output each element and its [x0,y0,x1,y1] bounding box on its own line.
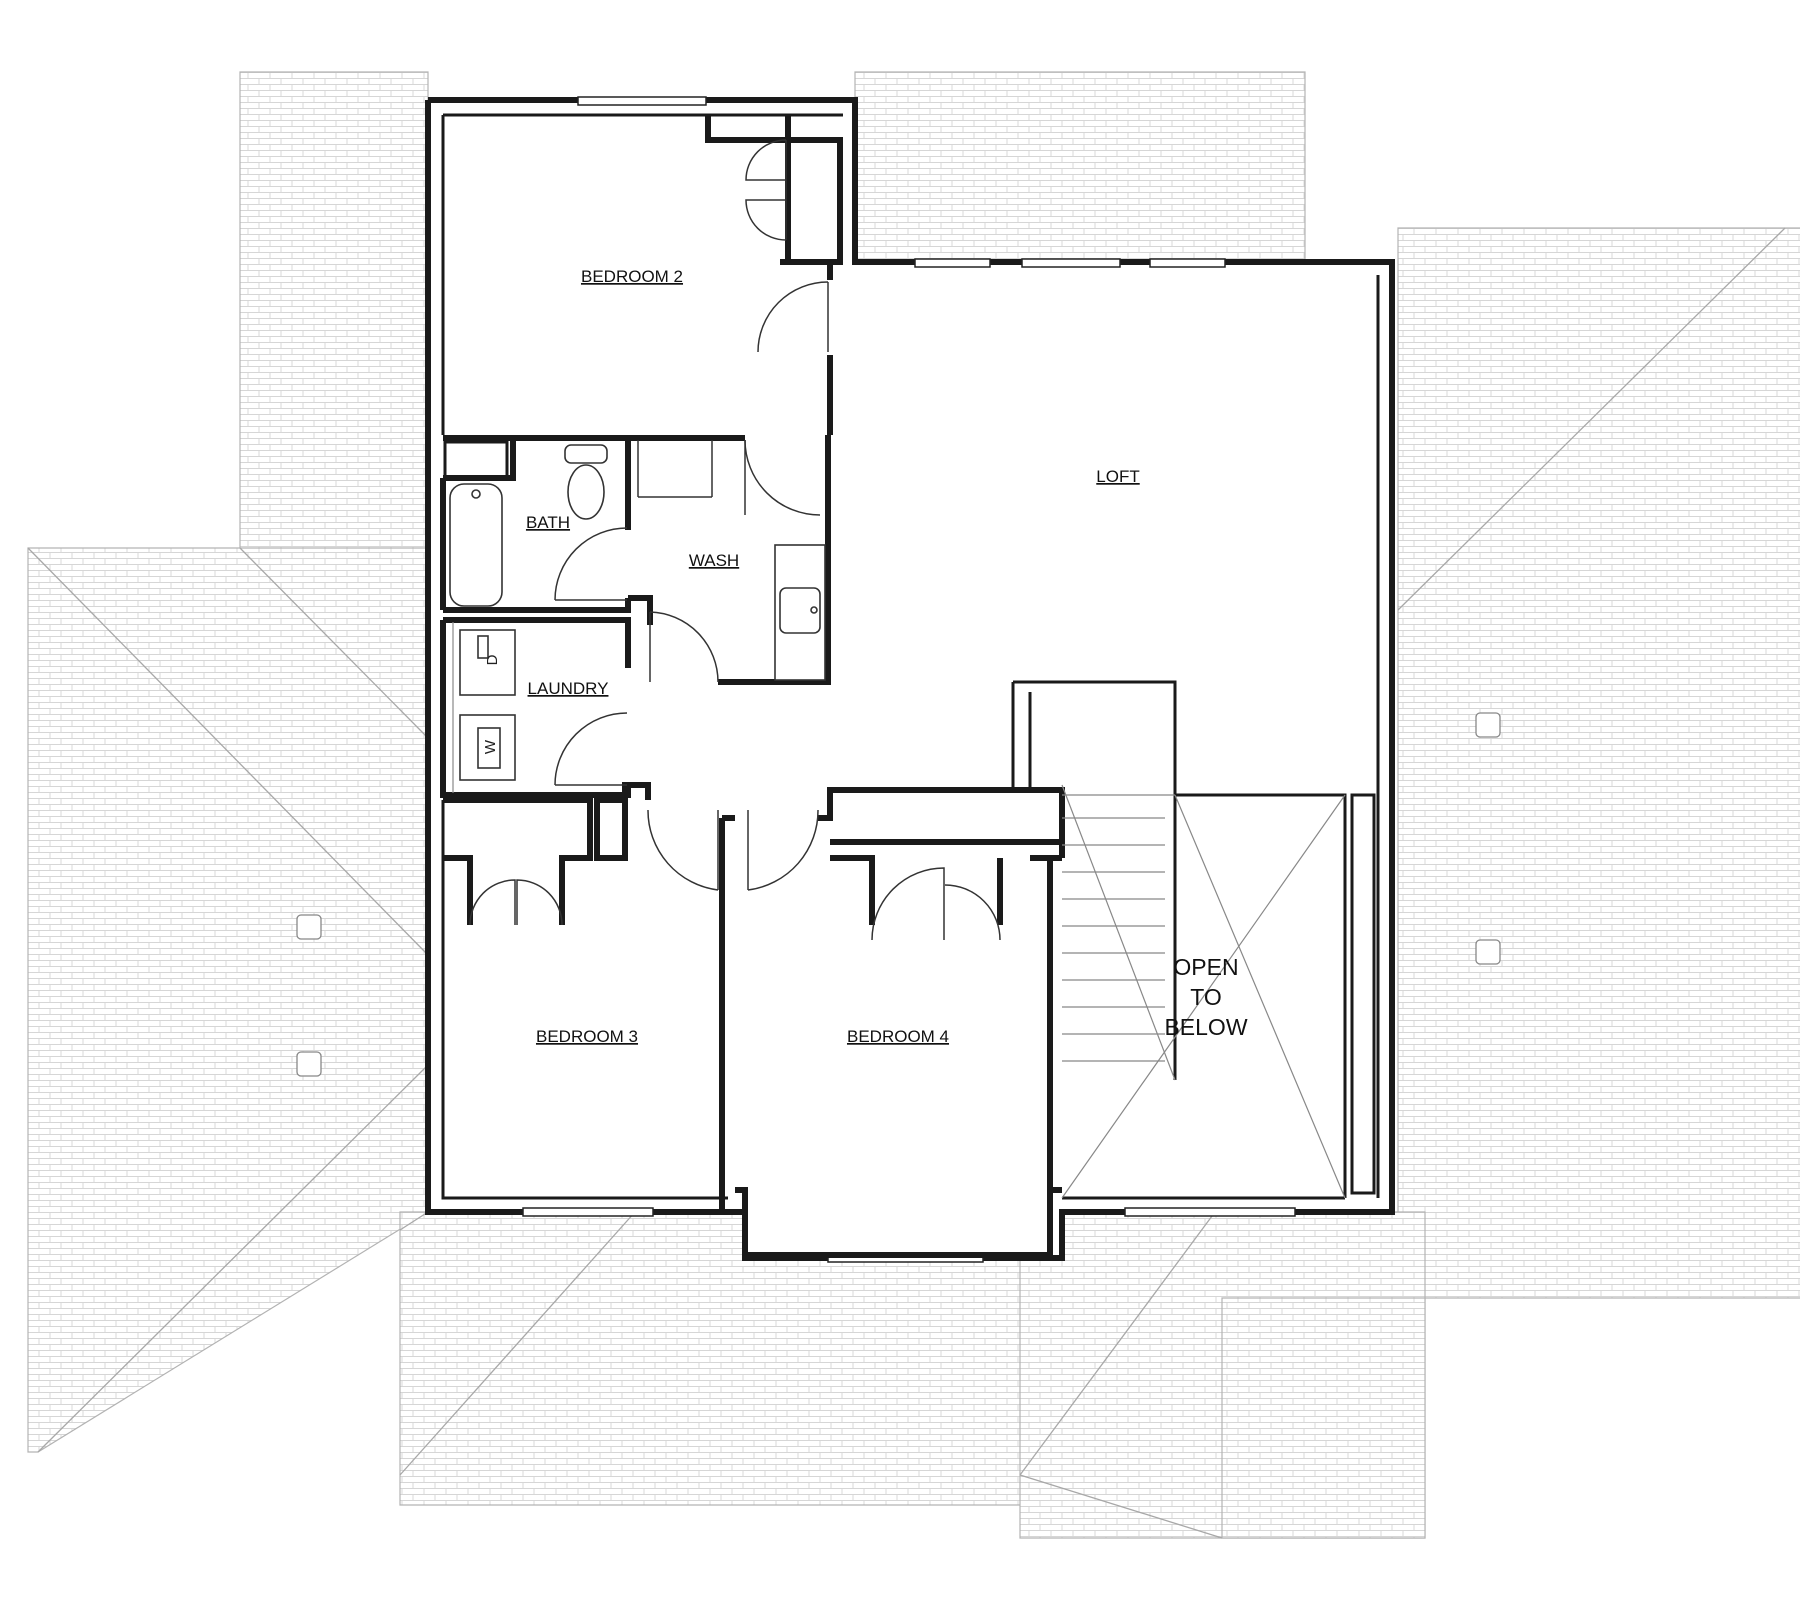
room-label-bedroom-2: BEDROOM 2 [581,267,683,286]
faucet [810,606,818,614]
roof-vent [296,914,322,940]
washer-label: W [482,739,499,754]
window-loft-center [1021,258,1121,268]
window-open-area [1124,1207,1296,1217]
bath-fixtures [449,440,826,681]
dryer-label: D [484,654,501,665]
roof-vent [1475,712,1501,738]
roof-plane-left-wing [27,547,429,1453]
roof-vent [1475,939,1501,965]
toilet-tank [564,444,608,464]
stairs [1061,784,1176,1081]
room-labels: BEDROOM 2 LOFT BATH WASH LAUNDRY BEDROOM… [526,267,1248,1046]
room-label-wash: WASH [689,551,739,570]
room-label-laundry: LAUNDRY [528,679,609,698]
laundry-appliances: D W [452,622,516,793]
roof-plane-lower-right [1221,1297,1426,1539]
room-label-bedroom-3: BEDROOM 3 [536,1027,638,1046]
window-loft-right [1149,258,1226,268]
floor-slab [428,100,1390,1258]
doors [469,139,1001,941]
open-to-below-line-2: TO [1190,984,1222,1010]
room-label-bath: BATH [526,513,570,532]
dryer-control [477,635,489,659]
tub-drain [471,489,481,499]
roof-vent [296,1051,322,1077]
open-to-below-diagonals [1061,794,1346,1199]
roof [27,71,1800,1539]
window-bedroom-3 [522,1207,654,1217]
roof-vents [296,712,1501,1077]
toilet-bowl [567,464,605,520]
roof-plane-right [1397,227,1800,1299]
interior-walls [440,115,1376,1258]
open-to-below-line-1: OPEN [1173,954,1238,980]
washer-panel [477,727,501,769]
roof-hips [27,227,1786,1539]
sink [779,587,821,634]
open-to-below-line-3: BELOW [1164,1014,1247,1040]
bathtub [449,483,503,607]
room-label-loft: LOFT [1096,467,1139,486]
window-loft-left [914,258,991,268]
window-bedroom-2 [577,96,707,106]
room-label-bedroom-4: BEDROOM 4 [847,1027,949,1046]
